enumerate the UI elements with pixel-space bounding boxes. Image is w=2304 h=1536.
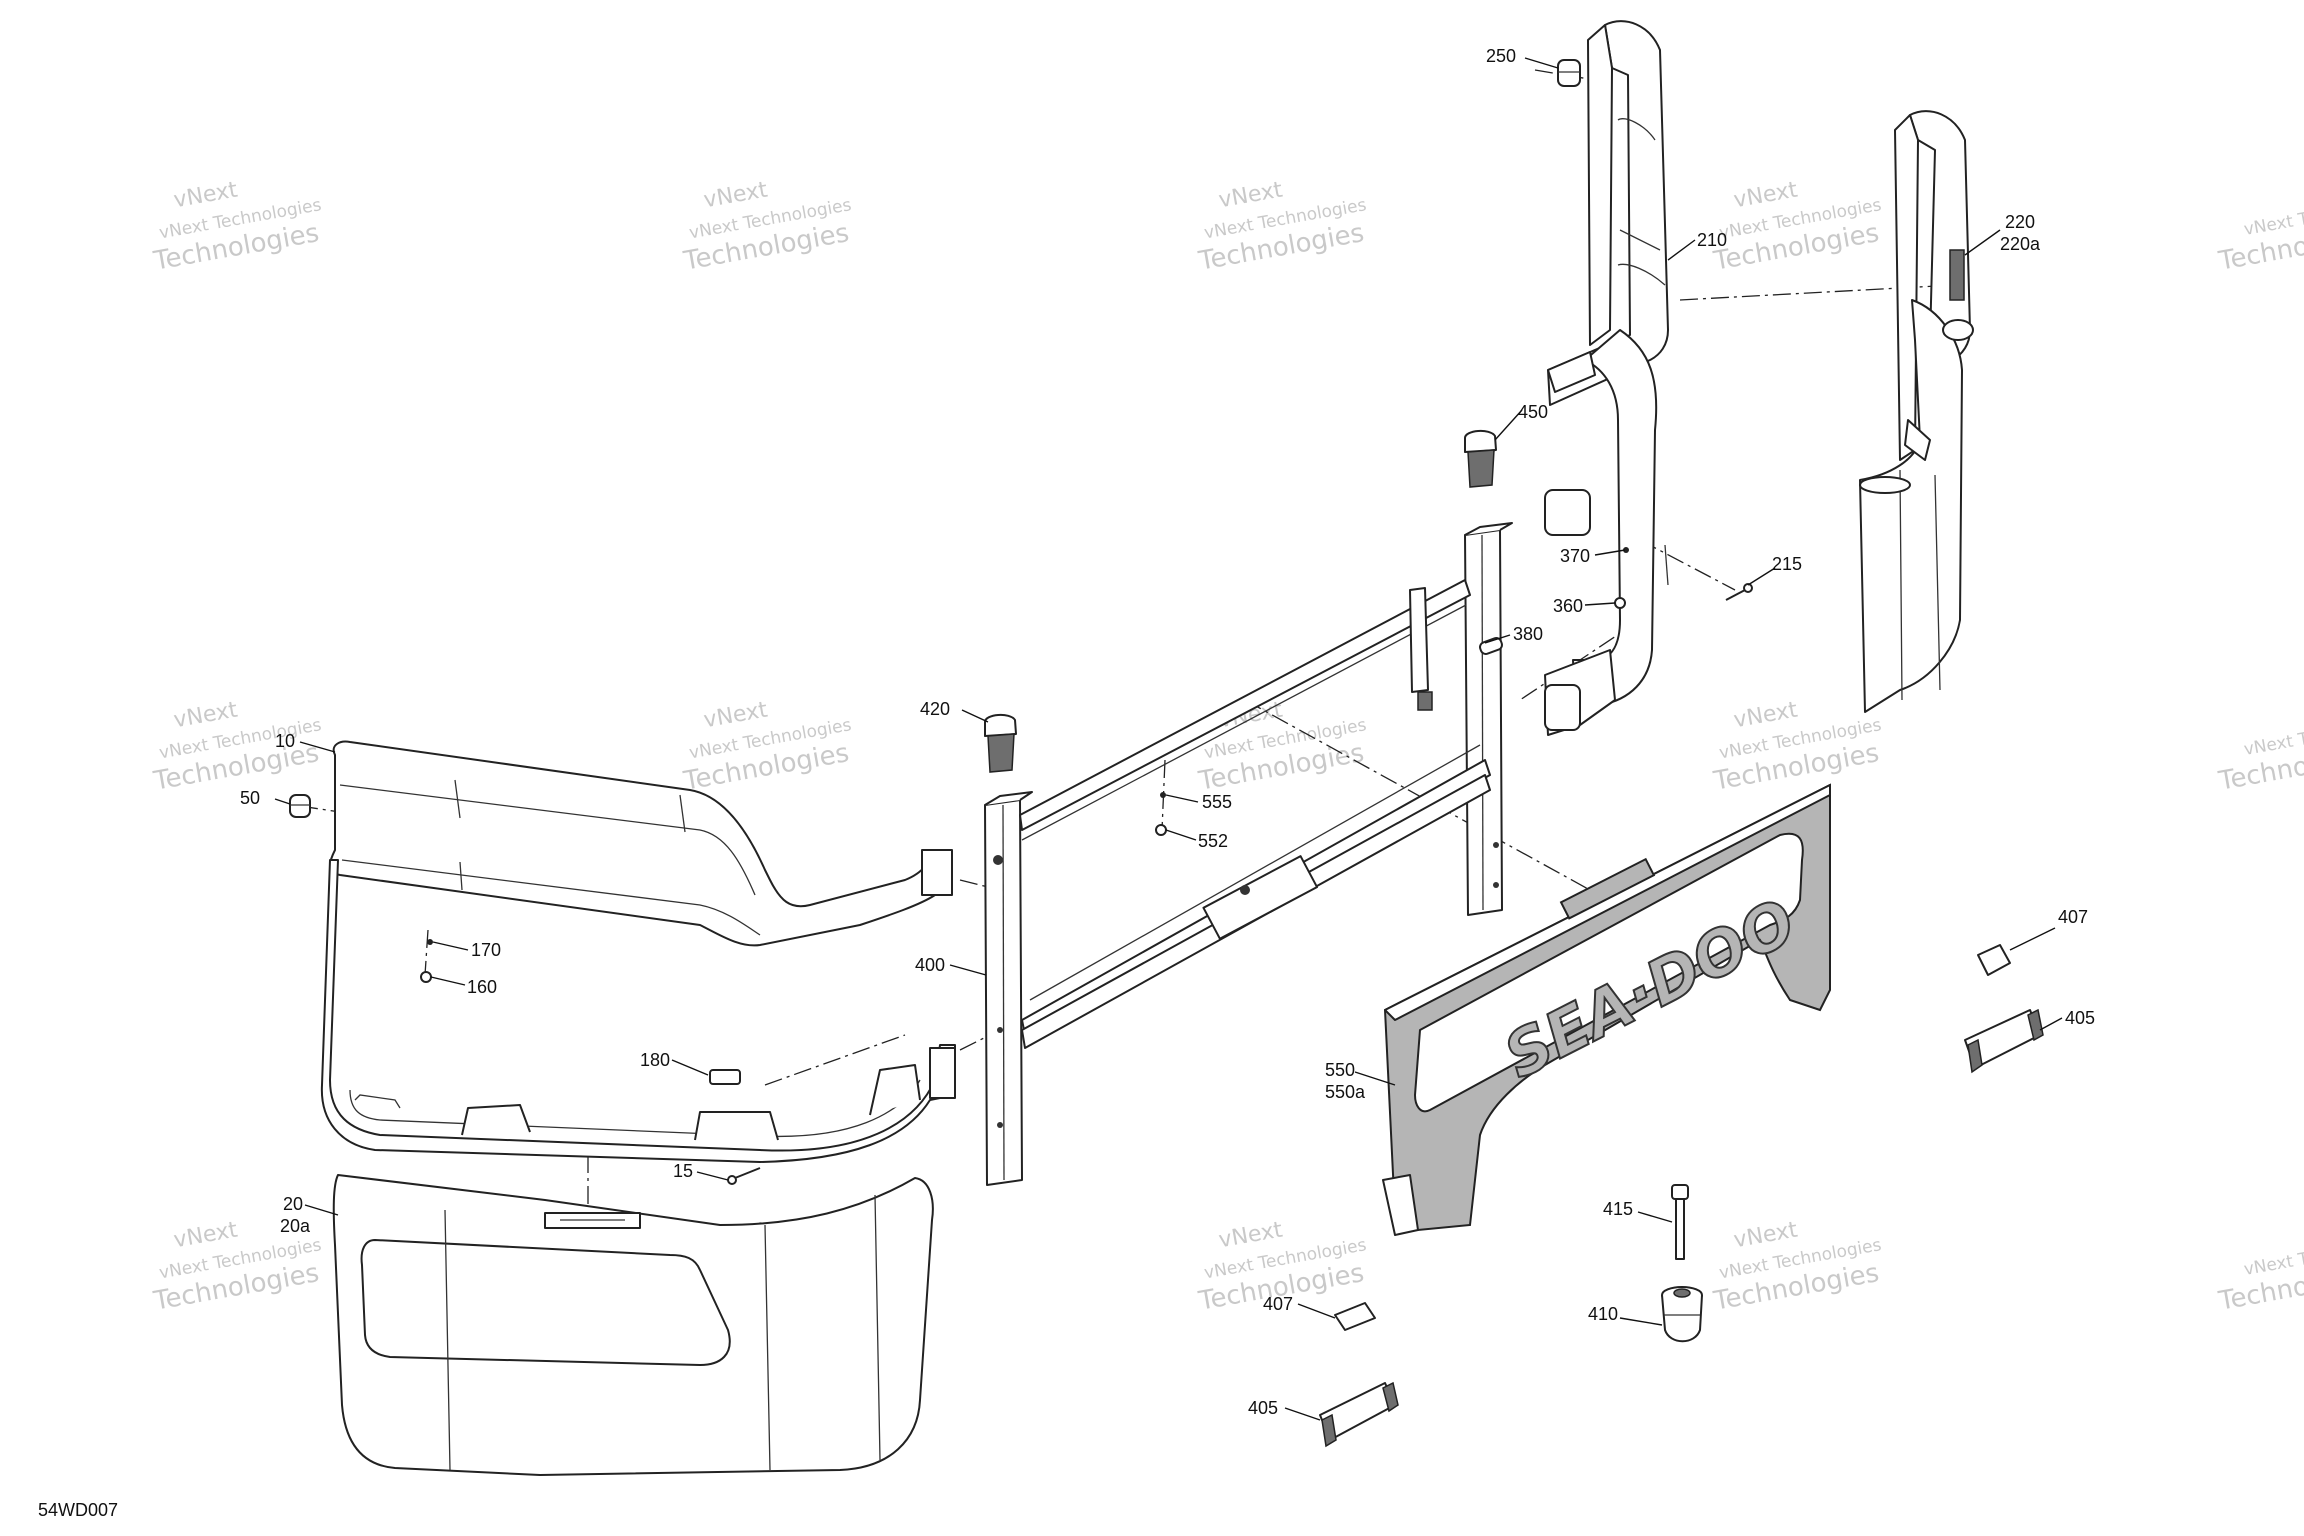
callout-label: 360 [1553, 596, 1583, 616]
callout-label: 160 [467, 977, 497, 997]
watermark: vNext Technologies Technologies [2216, 1232, 2304, 1317]
watermark: vNext Technologies Technologies [2216, 192, 2304, 277]
callout-label: 380 [1513, 624, 1543, 644]
cover-ring [1942, 319, 1974, 341]
callout-label: 550a [1325, 1082, 1366, 1102]
bumper-cap-part-250 [1557, 59, 1581, 87]
pad-part-180 [709, 1069, 741, 1085]
callout-label: 407 [2058, 907, 2088, 927]
callout-label: 550 [1325, 1060, 1355, 1080]
callout-label: 405 [1248, 1398, 1278, 1418]
callout-label: 415 [1603, 1199, 1633, 1219]
washer-part-552 [1155, 824, 1167, 836]
watermark: vNext vNext Technologies Technologies [681, 697, 853, 796]
assembly-line [1244, 699, 1591, 891]
panel-handle [1559, 857, 1656, 920]
assembly-line [1639, 539, 1736, 591]
callout-label: 15 [673, 1161, 693, 1181]
sleeve-part-407 [1977, 944, 2011, 976]
end-plug-part-450 [1464, 430, 1497, 488]
svg-text:vNext: vNext [1217, 177, 1285, 213]
callout-label: 407 [1263, 1294, 1293, 1314]
end-plug-part-420 [984, 714, 1017, 773]
watermark: vNext vNext Technologies Technologies [1711, 697, 1883, 796]
watermark: vNext vNext Technologies Technologies [1711, 1217, 1883, 1316]
callout-label: 555 [1202, 792, 1232, 812]
assembly-line [424, 929, 429, 976]
callout-label: 170 [471, 940, 501, 960]
callout-label: 180 [640, 1050, 670, 1070]
callout-label: 250 [1486, 46, 1516, 66]
svg-text:vNext: vNext [702, 697, 770, 733]
callout-label: 400 [915, 955, 945, 975]
svg-text:vNext: vNext [1732, 1217, 1800, 1253]
mount-bracket [921, 849, 953, 896]
callout-label: 20a [280, 1216, 311, 1236]
screw-part-555 [1160, 792, 1166, 798]
assembly-line [1534, 69, 1596, 81]
callout-label: 370 [1560, 546, 1590, 566]
svg-text:vNext: vNext [172, 177, 240, 213]
spacer-part-380 [1479, 637, 1503, 655]
watermark: vNext vNext Technologies Technologies [1196, 697, 1368, 796]
callout-label: 10 [275, 731, 295, 751]
watermark: vNext vNext Technologies Technologies [1196, 177, 1368, 276]
washer-part-160 [420, 971, 432, 983]
rear-cover-part-220 [1859, 110, 1974, 713]
assembly-line [959, 1034, 991, 1051]
callout-label: 210 [1697, 230, 1727, 250]
watermark: vNext Technologies Technologies [2216, 712, 2304, 797]
diagram-code: 54WD007 [38, 1500, 118, 1520]
rear-handle-part-210 [1544, 20, 1669, 736]
callout-label: 552 [1198, 831, 1228, 851]
watermark: vNext vNext Technologies Technologies [681, 177, 853, 276]
main-frame-part-400 [984, 522, 1513, 1186]
latch-part-405 [1964, 1008, 2044, 1074]
mount-bracket [929, 1047, 956, 1099]
sleeve-part-407 [1334, 1302, 1376, 1331]
watermark: vNext vNext Technologies Technologies [151, 177, 323, 276]
callout-label: 20 [283, 1194, 303, 1214]
front-panel-part-20 [332, 1174, 934, 1476]
screw-part-215 [1725, 583, 1753, 601]
screw-part-15 [727, 1167, 761, 1185]
svg-text:vNext: vNext [172, 697, 240, 733]
callout-label: 420 [920, 699, 950, 719]
handle-end-cap [1544, 489, 1591, 536]
bolt-part-415 [1671, 1184, 1689, 1260]
washer-part-360 [1614, 597, 1626, 609]
callout-label: 50 [240, 788, 260, 808]
callout-labels: 250 210 220 220a 450 370 215 360 380 420… [240, 46, 2095, 1418]
bushing-part-410 [1661, 1286, 1703, 1343]
svg-text:vNext: vNext [172, 1217, 240, 1253]
callout-label: 410 [1588, 1304, 1618, 1324]
cover-opening [1859, 476, 1911, 494]
bumper-cap-part-50 [289, 794, 311, 818]
handle-end-cap [1544, 684, 1581, 731]
watermark: vNext vNext Technologies Technologies [151, 697, 323, 796]
watermark: vNext vNext Technologies Technologies [1711, 177, 1883, 276]
callout-label: 220 [2005, 212, 2035, 232]
screw-part-370 [1623, 547, 1629, 553]
svg-text:vNext: vNext [1732, 697, 1800, 733]
frame-clamp [1202, 855, 1319, 940]
cover-clip [1949, 249, 1965, 301]
screw-part-170 [427, 939, 433, 945]
latch-part-405 [1319, 1381, 1399, 1448]
svg-text:vNext: vNext [1732, 177, 1800, 213]
callout-label: 215 [1772, 554, 1802, 574]
callout-label: 220a [2000, 234, 2041, 254]
svg-text:vNext: vNext [702, 177, 770, 213]
assembly-line [764, 1034, 906, 1086]
callout-label: 450 [1518, 402, 1548, 422]
callout-label: 405 [2065, 1008, 2095, 1028]
rear-panel-part-550: SEA·DOO [1382, 783, 1831, 1236]
front-handrail-part-10 [320, 740, 956, 1163]
callout-leaders [274, 57, 2063, 1421]
strap-buckle [1417, 691, 1433, 711]
svg-text:vNext: vNext [1217, 1217, 1285, 1253]
